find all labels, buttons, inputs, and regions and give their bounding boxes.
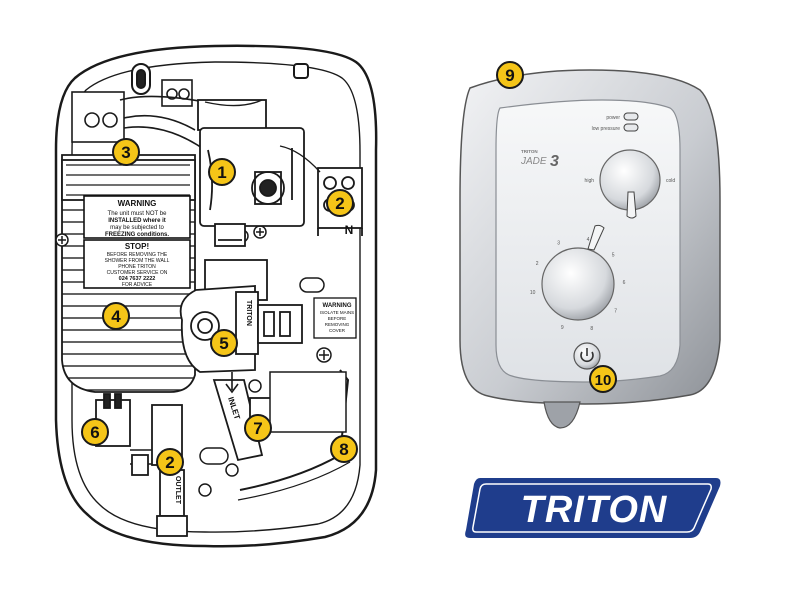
indicator-lights: power low pressure — [592, 112, 639, 132]
temperature-scale-label: 6 — [623, 280, 626, 286]
temperature-scale-label: 9 — [561, 325, 564, 331]
callout-badge — [156, 448, 184, 476]
temperature-scale-label: 7 — [614, 308, 617, 314]
start-stop-button[interactable] — [573, 342, 601, 370]
stop-line: FOR ADVICE — [122, 282, 153, 288]
outlet-connector: OUTLET — [156, 469, 188, 537]
callout-number: 2 — [165, 453, 174, 472]
callout-number: 6 — [90, 423, 99, 442]
freeze-warning-label: WARNING The unit must NOT be INSTALLED w… — [83, 195, 191, 239]
internal-view: WARNING The unit must NOT be INSTALLED w… — [54, 44, 378, 548]
freeze-warning-line: The unit must NOT be — [108, 211, 168, 217]
model-number: 3 — [550, 153, 559, 170]
callout-2-internal: 2 — [156, 448, 184, 476]
power-icon — [580, 348, 594, 363]
temperature-scale-label: 3 — [557, 240, 560, 246]
isolate-warning-line: REMOVING — [325, 322, 350, 327]
indicator-low-pressure-label: low pressure — [592, 126, 621, 132]
temperature-scale-label: 5 — [612, 252, 615, 258]
callout-number: 7 — [253, 419, 262, 438]
model-brand: TRITON — [521, 149, 538, 154]
terminal-n-label: N — [345, 223, 354, 237]
triton-plate: TRITON — [245, 300, 252, 326]
power-knob-high-label: high — [585, 178, 595, 184]
callout-badge — [208, 158, 236, 186]
temperature-scale-label: 2 — [536, 261, 539, 267]
terminal-block: N — [317, 167, 363, 237]
freeze-warning-line: INSTALLED where it — [108, 218, 166, 224]
indicator-power-label: power — [606, 115, 620, 121]
temperature-scale-label: 10 — [530, 290, 536, 296]
isolate-warning-line: BEFORE — [328, 316, 347, 321]
callout-7-internal: 7 — [244, 414, 272, 442]
callout-number: 9 — [505, 66, 514, 85]
callout-2-internal: 2 — [326, 189, 354, 217]
callout-9-front: 9 — [496, 61, 524, 89]
cable-clamp — [71, 79, 206, 151]
callout-4-internal: 4 — [102, 302, 130, 330]
callout-10-front: 10 — [589, 365, 617, 393]
callout-3-internal: 3 — [112, 138, 140, 166]
isolate-warning-title: WARNING — [323, 303, 352, 309]
power-selector-knob[interactable]: high cold — [585, 149, 676, 219]
callout-number: 4 — [111, 307, 121, 326]
callout-6-internal: 6 — [81, 418, 109, 446]
outlet-label: OUTLET — [174, 476, 181, 505]
stop-line: CUSTOMER SERVICE ON — [107, 270, 168, 276]
temperature-scale-label: 4 — [587, 237, 590, 243]
callout-badge — [496, 61, 524, 89]
model-name: JADE — [520, 156, 547, 167]
isolate-warning-line: ISOLATE MAINS — [320, 310, 354, 315]
front-view: power low pressure TRITON JADE 3 high co… — [459, 69, 721, 429]
freeze-warning-line: FREEZING conditions. — [105, 232, 169, 238]
solenoid-valve: TRITON — [179, 259, 303, 373]
logo-text: TRITON — [521, 489, 668, 531]
stop-title: STOP! — [125, 242, 149, 251]
temperature-scale-label: 8 — [590, 326, 593, 332]
callout-number: 8 — [339, 440, 348, 459]
callout-badge — [210, 329, 238, 357]
power-knob-cold-label: cold — [666, 178, 675, 184]
temperature-scale: 10 2 3 4 5 6 7 8 9 — [530, 237, 626, 332]
power-indicator — [623, 112, 639, 121]
stop-line: 024 7637 2222 — [119, 276, 156, 282]
callout-badge — [81, 418, 109, 446]
callout-badge — [112, 138, 140, 166]
callout-8-internal: 8 — [330, 435, 358, 463]
model-logo: TRITON JADE 3 — [520, 149, 559, 170]
freeze-warning-title: WARNING — [118, 199, 157, 208]
callout-markers: 1 2 3 4 5 6 2 7 8 9 10 — [81, 61, 617, 476]
callout-badge — [589, 365, 617, 393]
callout-badge — [330, 435, 358, 463]
low-pressure-indicator — [623, 123, 639, 132]
stop-label: STOP! BEFORE REMOVING THE SHOWER FROM TH… — [83, 239, 191, 289]
callout-5-internal: 5 — [210, 329, 238, 357]
callout-number: 5 — [219, 334, 228, 353]
callout-number: 10 — [595, 372, 612, 389]
isolate-warning-line: COVER — [329, 328, 346, 333]
callout-badge — [244, 414, 272, 442]
callout-1-internal: 1 — [208, 158, 236, 186]
freeze-warning-line: may be subjected to — [110, 225, 164, 231]
stop-line: BEFORE REMOVING THE — [107, 252, 168, 258]
isolate-warning-label: WARNING ISOLATE MAINS BEFORE REMOVING CO… — [313, 297, 357, 339]
temperature-dial-pointer — [587, 224, 605, 251]
stop-line: SHOWER FROM THE WALL — [105, 258, 170, 264]
callout-badge — [102, 302, 130, 330]
callout-number: 2 — [335, 194, 344, 213]
callout-badge — [326, 189, 354, 217]
callout-number: 1 — [217, 163, 226, 182]
temperature-dial[interactable]: 10 2 3 4 5 6 7 8 9 — [530, 224, 626, 332]
triton-logo: TRITON — [465, 478, 721, 538]
stop-line: PHONE TRITON — [118, 264, 156, 270]
power-knob-pointer — [626, 191, 637, 219]
callout-number: 3 — [121, 143, 130, 162]
